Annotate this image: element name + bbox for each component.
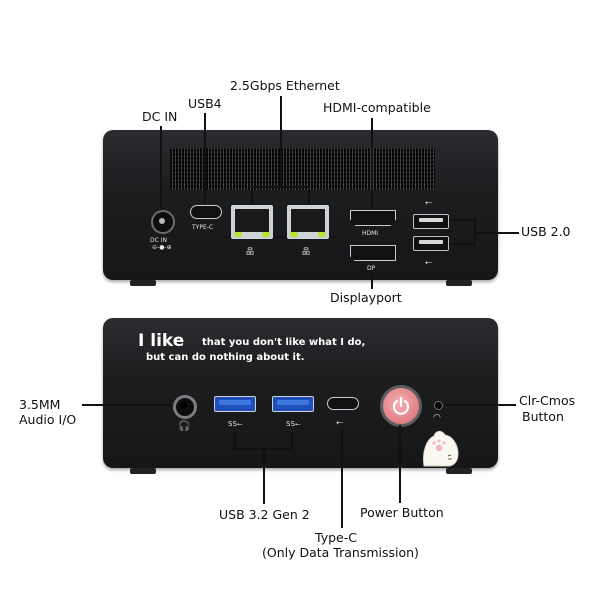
dc-polarity-icon: ⊖-●-⊕: [152, 244, 172, 251]
type-c-label-line1: Type-C: [315, 530, 357, 545]
ethernet-leader-horizontal: [251, 186, 309, 188]
usb32-leader-right: [291, 432, 293, 449]
usb32-leader-horizontal: [234, 448, 292, 450]
hdmi-leader: [371, 118, 373, 208]
displayport-leader: [371, 273, 373, 289]
ethernet-leader-left-drop: [251, 186, 253, 204]
usb32-label: USB 3.2 Gen 2: [219, 507, 310, 522]
clr-cmos-hole: [434, 401, 443, 410]
slogan-line2: but can do nothing about it.: [146, 352, 305, 363]
usb2-port-1: [413, 214, 449, 229]
usb2-port-2: [413, 236, 449, 251]
displayport-label: Displayport: [330, 290, 402, 305]
rear-foot-left: [130, 280, 156, 286]
power-icon: [392, 396, 410, 415]
ethernet-leader-vertical: [280, 96, 282, 186]
clr-cmos-leader: [444, 404, 516, 406]
displayport-port: [350, 245, 396, 261]
hdmi-label: HDMI-compatible: [323, 100, 431, 115]
audio-leader: [82, 404, 172, 406]
usb20-leader-v: [474, 219, 476, 244]
usb32-port-1: [214, 396, 256, 412]
ethernet-port-2: [287, 205, 329, 239]
usb-icon: ⭠: [425, 258, 433, 268]
usb-icon: SS⭠: [286, 420, 301, 428]
usb4-label: USB4: [188, 96, 222, 111]
usb32-leader-vertical: [263, 448, 265, 504]
clr-cmos-icon: ◠: [433, 413, 441, 423]
front-foot-left: [130, 468, 156, 474]
ethernet-leader-right-drop: [308, 186, 310, 204]
usb20-leader-top: [449, 219, 475, 221]
usb20-leader-bottom: [449, 243, 475, 245]
vent-grille: [170, 148, 435, 190]
front-type-c-port: [327, 397, 359, 410]
usb-icon: ⭠: [336, 418, 344, 428]
dc-in-label: DC IN: [142, 109, 178, 124]
dc-in-small-label: DC IN: [150, 237, 167, 244]
dp-small-label: DP: [367, 265, 376, 272]
hdmi-small-label: HDMI: [362, 230, 379, 237]
type-c-label-line2: (Only Data Transmission): [262, 545, 419, 560]
ethernet-icon: 品: [246, 247, 254, 256]
cat-sticker-icon: [423, 430, 459, 467]
type-c-small-label: TYPE-C: [192, 224, 214, 231]
ethernet-label: 2.5Gbps Ethernet: [230, 78, 340, 93]
usb4-leader: [204, 113, 206, 203]
power-label: Power Button: [360, 505, 444, 520]
audio-label-line2: Audio I/O: [19, 412, 77, 427]
usb32-port-2: [272, 396, 314, 412]
audio-label-line1: 3.5MM: [19, 397, 61, 412]
usb-icon: SS⭠: [228, 420, 243, 428]
dc-in-pin: [159, 218, 165, 224]
slogan-big: I like: [138, 331, 185, 351]
usb20-label: USB 2.0: [521, 224, 571, 239]
dc-in-leader: [160, 126, 162, 208]
rear-foot-right: [446, 280, 472, 286]
usb4-type-c-port: [190, 205, 222, 219]
clr-cmos-label-line1: Clr-Cmos: [519, 393, 576, 408]
front-foot-right: [446, 468, 472, 474]
usb20-leader: [474, 232, 519, 234]
clr-cmos-label-line2: Button: [522, 409, 564, 424]
type-c-leader: [341, 430, 343, 528]
hdmi-port: [350, 210, 396, 226]
ethernet-port-1: [231, 205, 273, 239]
slogan-line1: that you don't like what I do,: [202, 337, 366, 348]
power-leader: [399, 425, 401, 503]
headphone-icon: 🎧: [178, 421, 191, 432]
usb32-leader-left: [234, 432, 236, 449]
ethernet-icon: 品: [302, 247, 310, 256]
audio-jack-hole: [180, 402, 187, 409]
usb-icon: ⭠: [425, 198, 433, 208]
